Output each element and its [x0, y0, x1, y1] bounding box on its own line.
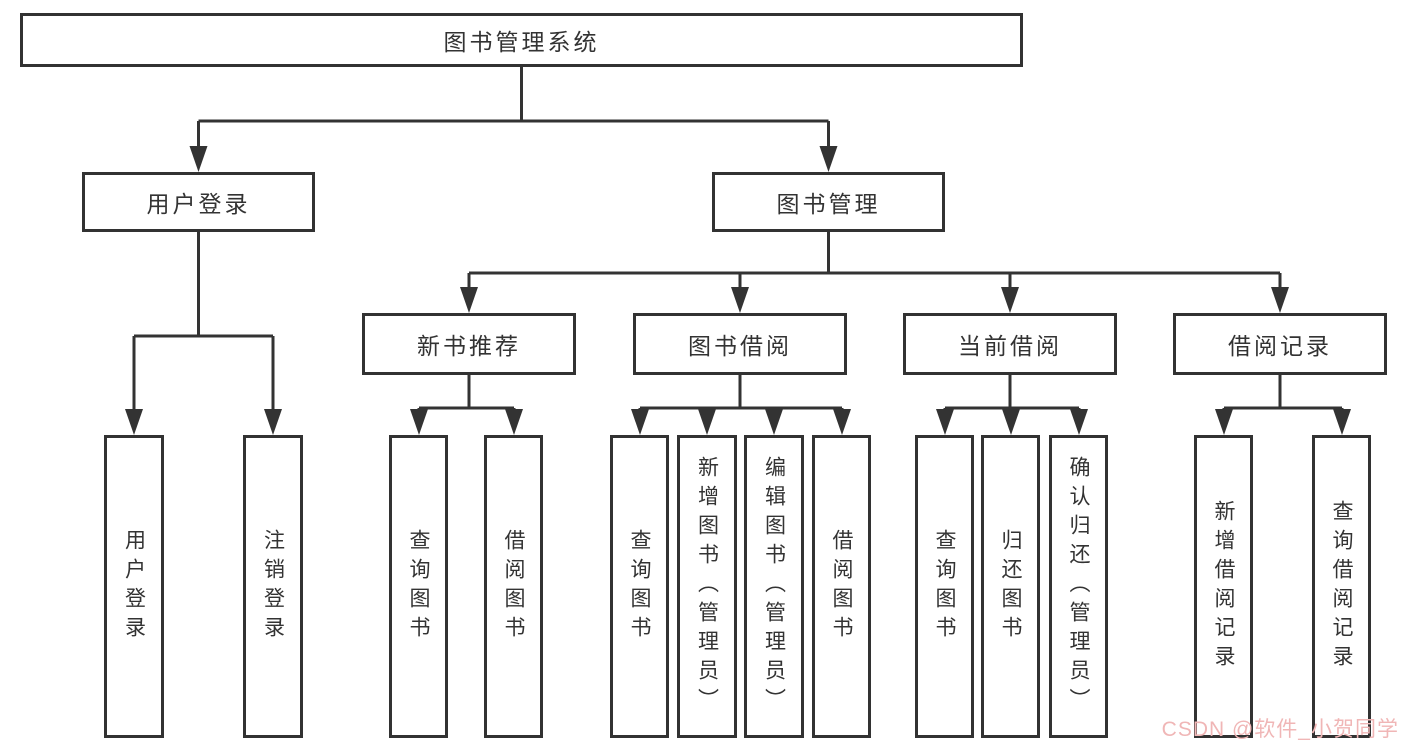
- arrow-down-icon: [698, 409, 716, 435]
- arrow-down-icon: [1333, 409, 1351, 435]
- node-label: 新增图书（管理员）: [695, 456, 719, 717]
- connector-root-to-level2: [197, 67, 830, 148]
- node-book-management: 图书管理: [712, 172, 945, 232]
- leaf-add-book-admin: 新增图书（管理员）: [677, 435, 737, 738]
- arrow-down-icon: [1215, 409, 1233, 435]
- arrow-down-icon: [631, 409, 649, 435]
- node-label: 图书管理: [776, 191, 881, 217]
- arrow-down-icon: [819, 146, 838, 172]
- connector-records-to-leaves: [1222, 375, 1344, 412]
- node-label: 确认归还（管理员）: [1067, 456, 1090, 717]
- node-label: 当前借阅: [958, 333, 1062, 359]
- leaf-user-login: 用户登录: [104, 435, 164, 738]
- connector-current-to-leaves: [943, 375, 1081, 412]
- node-label: 用户登录: [146, 191, 251, 217]
- leaf-return-book: 归还图书: [981, 435, 1040, 738]
- node-label: 借阅记录: [1228, 333, 1332, 359]
- leaf-borrow-books-2: 借阅图书: [812, 435, 871, 738]
- leaf-confirm-return-admin: 确认归还（管理员）: [1049, 435, 1108, 738]
- arrow-down-icon: [1271, 287, 1289, 313]
- arrow-down-icon: [125, 409, 143, 435]
- arrowheads: [125, 146, 1351, 435]
- leaf-query-books-3: 查询图书: [915, 435, 974, 738]
- node-label: 查询图书: [407, 528, 430, 645]
- leaf-edit-book-admin: 编辑图书（管理员）: [744, 435, 804, 738]
- arrow-down-icon: [460, 287, 478, 313]
- connector-borrowing-to-leaves: [638, 375, 844, 412]
- arrow-down-icon: [765, 409, 783, 435]
- node-label: 新增借阅记录: [1212, 499, 1235, 674]
- node-borrowing-records: 借阅记录: [1173, 313, 1387, 375]
- connector-userlogin-to-leaves: [132, 232, 275, 412]
- node-label: 查询图书: [933, 528, 956, 645]
- arrow-down-icon: [731, 287, 749, 313]
- node-library-management-system: 图书管理系统: [20, 13, 1023, 67]
- arrow-down-icon: [189, 146, 208, 172]
- arrow-down-icon: [833, 409, 851, 435]
- arrow-down-icon: [936, 409, 954, 435]
- connector-newbook-to-leaves: [417, 375, 516, 412]
- leaf-query-borrow-record: 查询借阅记录: [1312, 435, 1371, 738]
- node-current-borrowing: 当前借阅: [903, 313, 1117, 375]
- node-label: 编辑图书（管理员）: [762, 456, 786, 717]
- node-label: 用户登录: [122, 528, 146, 645]
- arrow-down-icon: [505, 409, 523, 435]
- leaf-query-books-1: 查询图书: [389, 435, 448, 738]
- node-label: 借阅图书: [502, 528, 525, 645]
- node-label: 新书推荐: [417, 333, 521, 359]
- node-label: 查询借阅记录: [1330, 499, 1353, 674]
- connector-bookmgmt-to-level3: [467, 232, 1282, 290]
- arrow-down-icon: [1002, 409, 1020, 435]
- leaf-borrow-books-1: 借阅图书: [484, 435, 543, 738]
- node-label: 查询图书: [628, 528, 651, 645]
- arrow-down-icon: [410, 409, 428, 435]
- node-label: 归还图书: [999, 528, 1022, 645]
- node-label: 借阅图书: [830, 528, 853, 645]
- leaf-add-borrow-record: 新增借阅记录: [1194, 435, 1253, 738]
- arrow-down-icon: [264, 409, 282, 435]
- arrow-down-icon: [1070, 409, 1088, 435]
- node-label: 图书管理系统: [443, 29, 600, 55]
- csdn-watermark: CSDN @软件_小贺同学: [1161, 718, 1399, 741]
- node-user-login: 用户登录: [82, 172, 315, 232]
- node-label: 注销登录: [261, 528, 285, 645]
- leaf-logout: 注销登录: [243, 435, 303, 738]
- node-book-borrowing: 图书借阅: [633, 313, 847, 375]
- arrow-down-icon: [1001, 287, 1019, 313]
- leaf-query-books-2: 查询图书: [610, 435, 669, 738]
- node-label: 图书借阅: [688, 333, 792, 359]
- node-new-book-recommendation: 新书推荐: [362, 313, 576, 375]
